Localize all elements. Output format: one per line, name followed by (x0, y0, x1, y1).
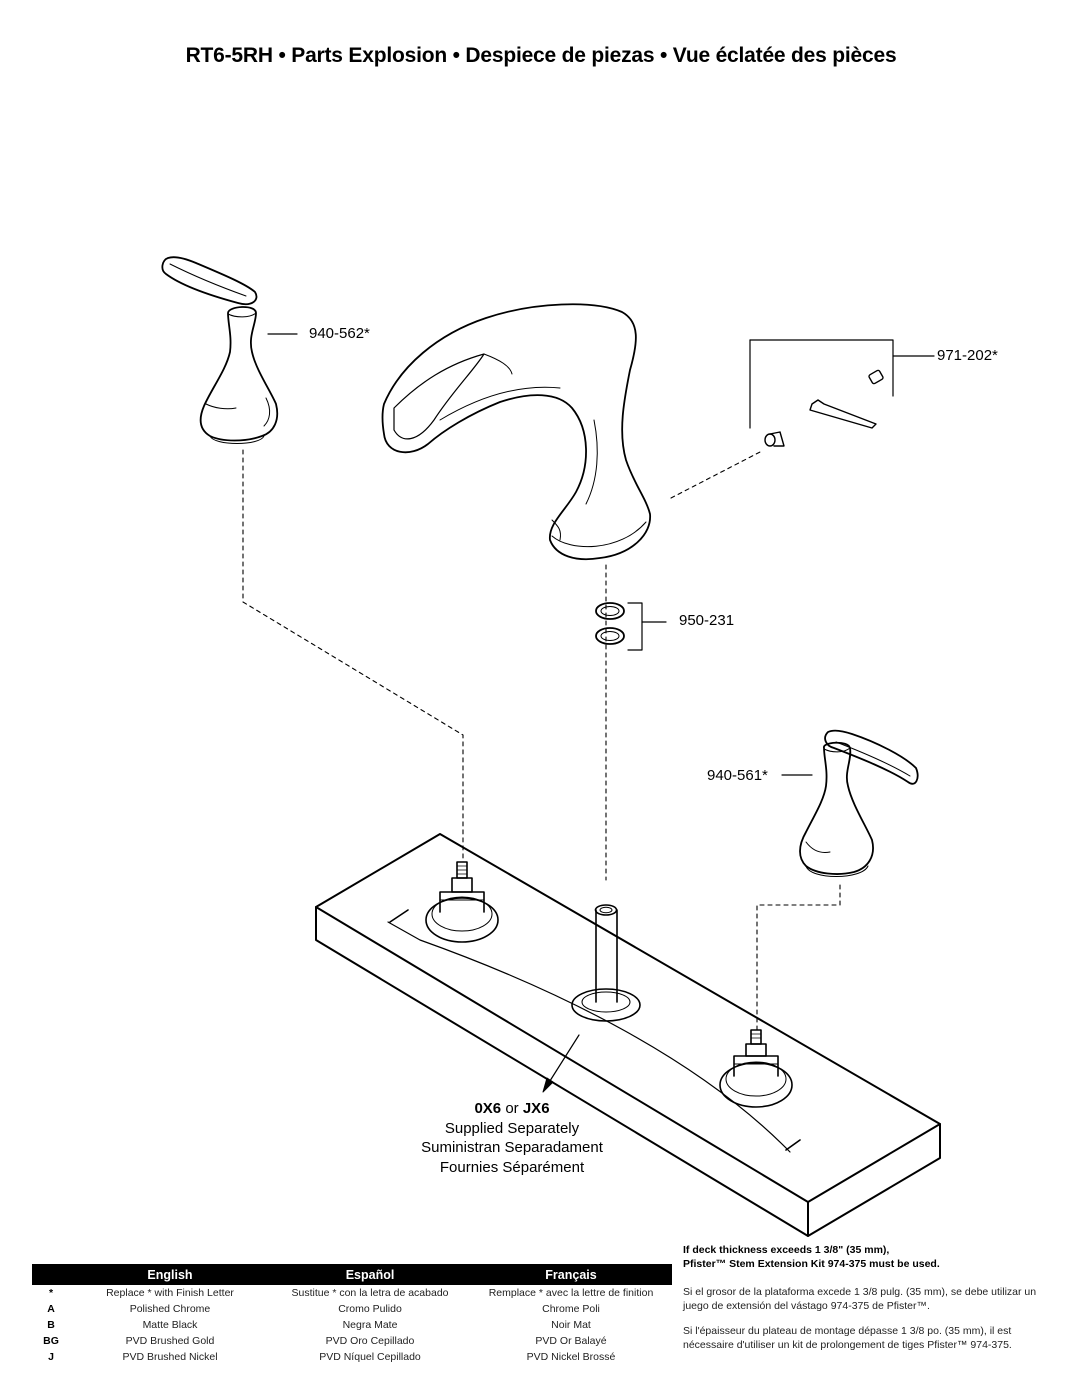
spout-part (381, 303, 651, 561)
finish-code: A (47, 1303, 55, 1315)
finish-es: PVD Oro Cepillado (325, 1335, 415, 1347)
finish-fr: PVD Or Balayé (535, 1335, 607, 1347)
finish-table: English Español Français * Replace * wit… (32, 1264, 672, 1365)
finish-en: Replace * with Finish Letter (106, 1287, 234, 1299)
header-english: English (70, 1264, 270, 1285)
deck-note-fr: Si l'épaisseur du plateau de montage dép… (683, 1325, 1012, 1351)
valve-code-a: 0X6 (474, 1100, 502, 1117)
left-handle-part (161, 256, 279, 444)
o-rings-part (595, 602, 625, 645)
header-francais: Français (470, 1264, 672, 1285)
part-label-o-rings: 950-231 (679, 612, 735, 629)
finish-code: * (48, 1287, 54, 1299)
finish-fr: Chrome Poli (542, 1303, 600, 1315)
valve-code-or: or (501, 1100, 523, 1117)
set-screw-kit-part (749, 339, 935, 447)
alignment-lines (242, 449, 841, 1031)
finish-es: Cromo Pulido (338, 1303, 402, 1315)
valve-supply-note: 0X6 or JX6 Supplied Separately Suministr… (392, 1099, 632, 1177)
table-row: * Replace * with Finish Letter Sustitue … (32, 1285, 672, 1301)
finish-code: B (47, 1319, 55, 1331)
finish-code: BG (43, 1335, 59, 1347)
deck-note-en: If deck thickness exceeds 1 3/8" (35 mm)… (683, 1244, 1053, 1271)
part-label-right-handle: 940-561* (707, 767, 768, 784)
deck-plate (315, 833, 941, 1237)
finish-en: Matte Black (142, 1319, 198, 1331)
table-row: BG PVD Brushed Gold PVD Oro Cepillado PV… (32, 1333, 672, 1349)
page-title: RT6-5RH • Parts Explosion • Despiece de … (185, 44, 897, 67)
table-row: B Matte Black Negra Mate Noir Mat (32, 1317, 672, 1333)
finish-fr: PVD Nickel Brossé (526, 1351, 616, 1363)
table-row: A Polished Chrome Cromo Pulido Chrome Po… (32, 1301, 672, 1317)
finish-code: J (48, 1351, 54, 1363)
table-row: J PVD Brushed Nickel PVD Níquel Cepillad… (32, 1349, 672, 1365)
finish-en: Polished Chrome (129, 1303, 211, 1315)
supplied-en: Supplied Separately (444, 1119, 580, 1137)
deck-note-es: Si el grosor de la plataforma excede 1 3… (683, 1286, 1037, 1312)
finish-table-header: English Español Français (32, 1264, 672, 1285)
right-valve (719, 1029, 793, 1108)
deck-note-en-line2: Pfister™ Stem Extension Kit 974-375 must… (683, 1257, 940, 1270)
center-riser (571, 904, 641, 1022)
finish-es: PVD Níquel Cepillado (319, 1351, 421, 1363)
finish-en: PVD Brushed Gold (125, 1335, 215, 1347)
supplied-es: Suministran Separadament (421, 1139, 603, 1156)
header-espanol: Español (270, 1264, 470, 1285)
deck-note-en-line1: If deck thickness exceeds 1 3/8" (35 mm)… (683, 1244, 890, 1256)
finish-en: PVD Brushed Nickel (122, 1351, 218, 1363)
finish-fr: Noir Mat (551, 1319, 591, 1331)
left-valve (425, 861, 499, 943)
header-code (32, 1264, 70, 1285)
right-handle-part (799, 729, 919, 877)
finish-es: Negra Mate (342, 1319, 398, 1331)
part-label-set-screw-kit: 971-202* (937, 347, 998, 364)
finish-es: Sustitue * con la letra de acabado (291, 1287, 449, 1299)
supplied-fr: Fournies Séparément (439, 1158, 585, 1176)
finish-fr: Remplace * avec la lettre de finition (488, 1287, 654, 1299)
part-label-left-handle: 940-562* (309, 325, 370, 342)
valve-code-b: JX6 (522, 1100, 550, 1117)
